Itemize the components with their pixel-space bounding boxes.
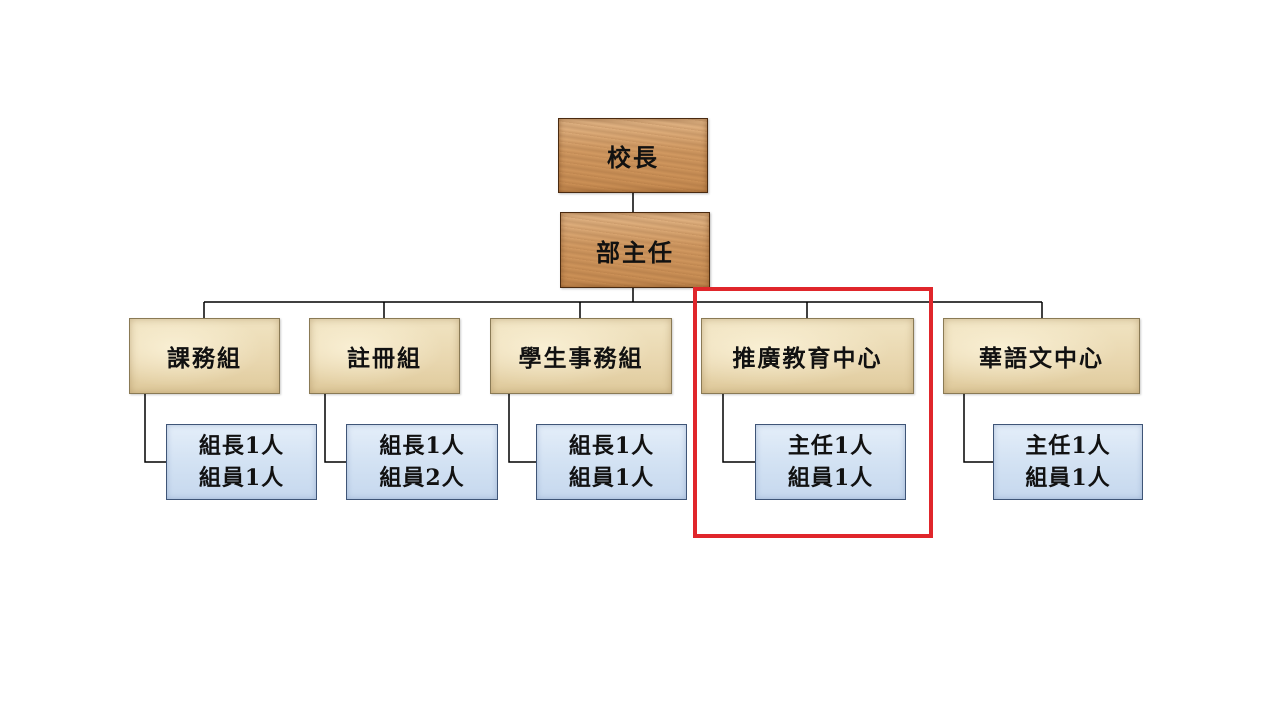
connector-unit-staff-0 [144, 394, 166, 463]
unit-label: 註冊組 [347, 345, 422, 372]
unit-label: 學生事務組 [518, 345, 644, 372]
unit-label: 課務組 [167, 345, 242, 372]
unit-box-student-affairs: 學生事務組 [490, 318, 672, 394]
staff-line: 組員2人 [379, 465, 465, 491]
unit-box-registration: 註冊組 [309, 318, 460, 394]
connector-unit-staff-4 [963, 394, 993, 463]
staff-box-course-affairs: 組長1人 組員1人 [166, 424, 317, 500]
connector-unit-staff-2 [508, 394, 536, 463]
unit-box-extension-education: 推廣教育中心 [701, 318, 914, 394]
staff-line: 組員1人 [787, 465, 874, 491]
unit-label: 華語文中心 [979, 345, 1104, 372]
staff-box-student-affairs: 組長1人 組員1人 [536, 424, 687, 500]
staff-line: 組員1人 [1025, 465, 1111, 491]
staff-box-chinese-language-center: 主任1人 組員1人 [993, 424, 1143, 500]
unit-label: 推廣教育中心 [732, 345, 883, 372]
staff-line: 組長1人 [379, 433, 465, 459]
staff-line: 組員1人 [198, 465, 285, 491]
director-box: 部主任 [560, 212, 710, 288]
unit-box-course-affairs: 課務組 [129, 318, 280, 394]
staff-line: 主任1人 [1025, 433, 1111, 459]
unit-box-chinese-language-center: 華語文中心 [943, 318, 1140, 394]
staff-line: 主任1人 [787, 433, 874, 459]
staff-line: 組長1人 [198, 433, 285, 459]
connector-unit-staff-1 [324, 394, 346, 463]
connector-unit-staff-3 [722, 394, 755, 463]
principal-label: 校長 [607, 143, 659, 172]
staff-line: 組員1人 [568, 465, 655, 491]
principal-box: 校長 [558, 118, 708, 193]
highlight-frame-extension-education [693, 287, 933, 538]
staff-box-registration: 組長1人 組員2人 [346, 424, 498, 500]
staff-box-extension-education: 主任1人 組員1人 [755, 424, 906, 500]
staff-line: 組長1人 [568, 433, 655, 459]
director-label: 部主任 [596, 237, 674, 267]
